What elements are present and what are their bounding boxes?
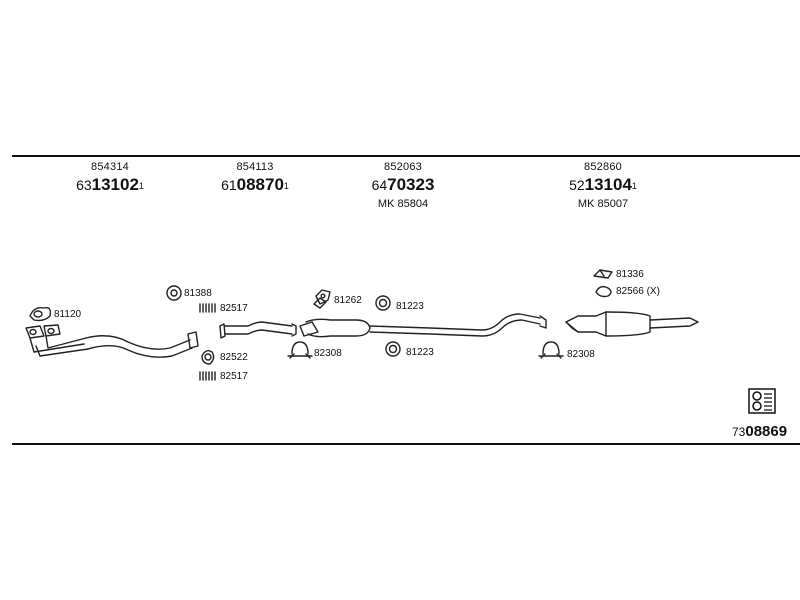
part-label-81120: 81120 (54, 309, 82, 320)
hanger-81336-icon (593, 269, 613, 279)
rear-muffler-icon (565, 311, 699, 337)
part-number: 63131021 (76, 175, 144, 194)
mounting-kit-icon (748, 388, 776, 414)
mounting-kit: MK 85804 (377, 198, 429, 210)
kit-part-number: 7308869 (732, 423, 788, 440)
part-label-82517: 82517 (220, 303, 248, 314)
part-number: 61088701 (221, 175, 289, 194)
part-number: 6470323 (371, 175, 435, 194)
column-center-muffler: 852063 6470323 MK 85804 (328, 161, 478, 211)
part-label-82308: 82308 (314, 348, 342, 359)
top-divider (12, 155, 800, 157)
part-label-81336: 81336 (616, 269, 644, 280)
ring-81223-icon (375, 295, 391, 311)
part-label-82308-right: 82308 (567, 349, 595, 360)
part-label-82566: 82566 (X) (616, 286, 660, 297)
column-middle-pipe: 854113 61088701 (180, 161, 330, 197)
hanger-81262-icon (313, 289, 331, 309)
reference-number: 852063 (384, 161, 422, 173)
ring-81388-icon (166, 285, 182, 301)
gasket-81120-icon (29, 306, 52, 322)
front-pipe-icon (25, 324, 199, 358)
clamp-82308-icon (287, 341, 313, 359)
part-label-81223-lower: 81223 (406, 347, 434, 358)
center-muffler-icon (299, 313, 547, 338)
column-rear-muffler: 852860 52131041 MK 85007 (528, 161, 678, 211)
intermediate-pipe-icon (219, 321, 297, 339)
part-label-82517-lower: 82517 (220, 371, 248, 382)
part-label-81223: 81223 (396, 301, 424, 312)
reference-number: 854314 (91, 161, 129, 173)
column-front-pipe: 854314 63131021 (35, 161, 185, 197)
part-number: 52131041 (569, 175, 637, 194)
bolts-82517-lower-icon (199, 371, 216, 381)
ring-81223-lower-icon (385, 341, 401, 357)
part-label-82522: 82522 (220, 352, 248, 363)
reference-number: 854113 (236, 161, 274, 173)
reference-number: 852860 (584, 161, 622, 173)
clamp-82308-right-icon (538, 341, 564, 359)
part-label-81388: 81388 (184, 288, 212, 299)
mounting-kit: MK 85007 (577, 198, 629, 210)
bottom-divider (12, 443, 800, 445)
part-label-81262: 81262 (334, 295, 362, 306)
bolts-82517-icon (199, 303, 216, 313)
gasket-82522-icon (201, 349, 215, 365)
gasket-82566-icon (595, 285, 612, 298)
